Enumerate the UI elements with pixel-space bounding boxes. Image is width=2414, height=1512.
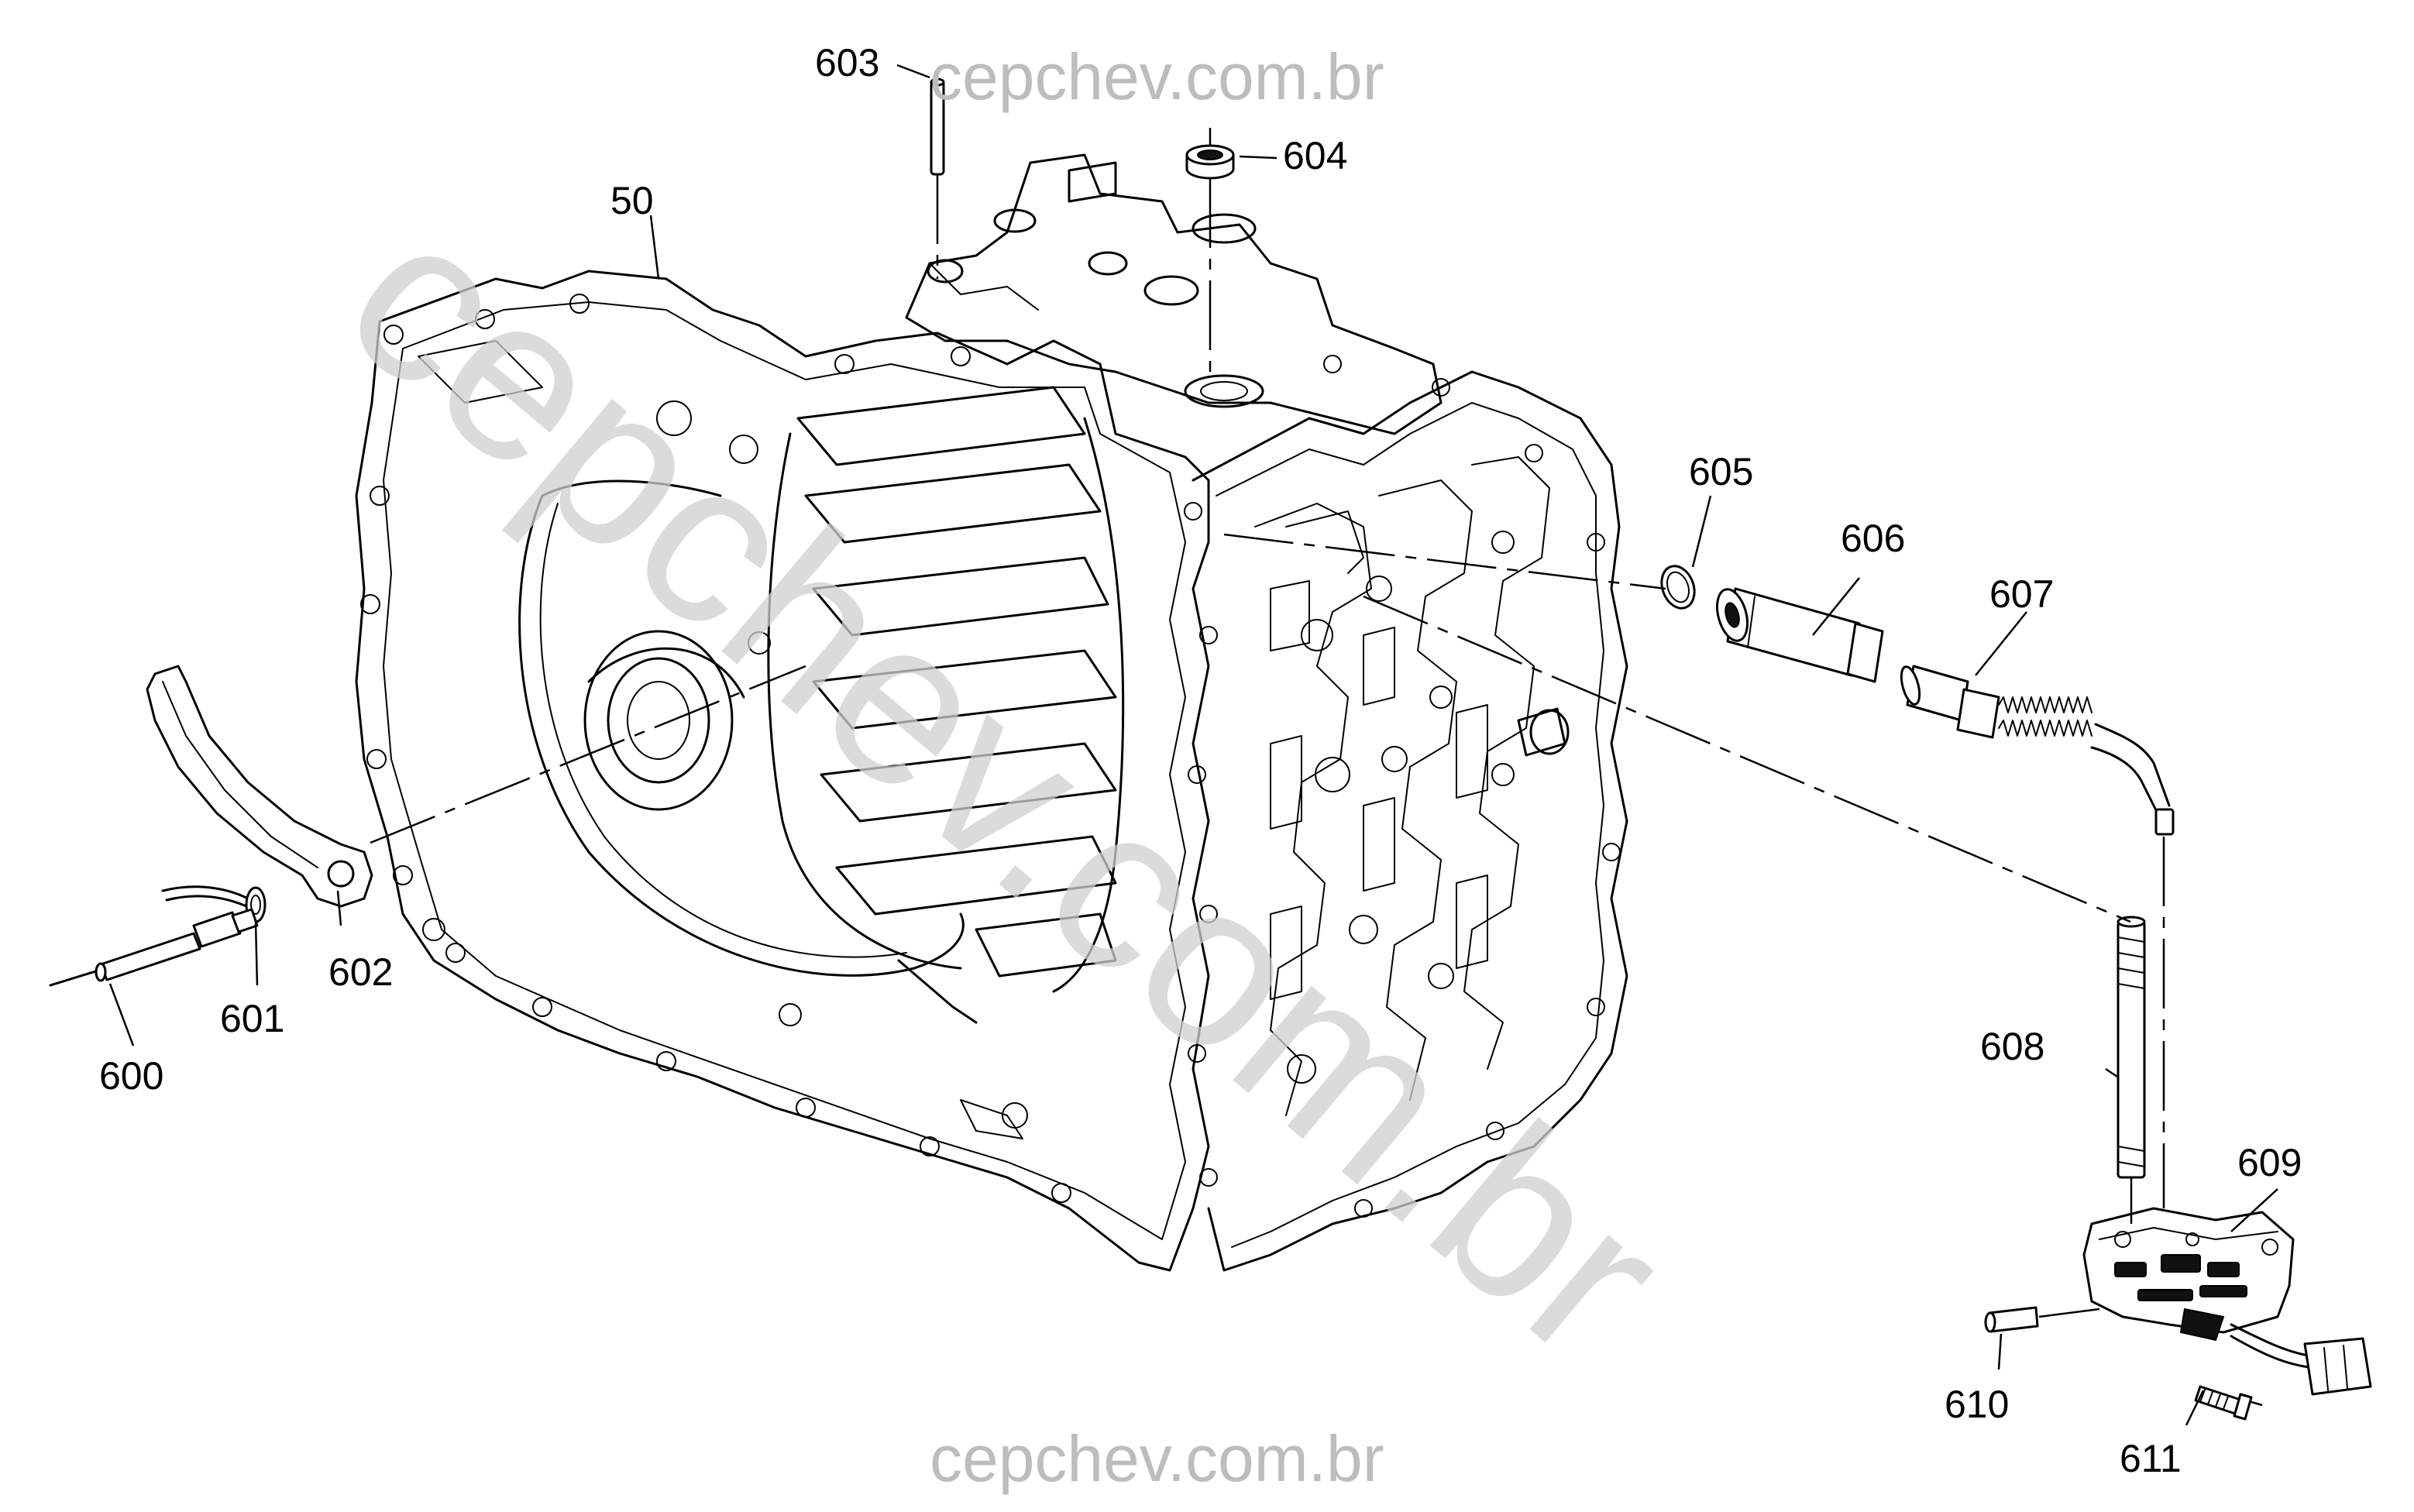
manual-shaft-600 xyxy=(49,908,259,987)
leader-lines xyxy=(108,64,2278,1426)
callout-608: 608 xyxy=(1980,1025,2044,1068)
callout-607: 607 xyxy=(1989,572,2054,616)
callout-604: 604 xyxy=(1283,134,1347,177)
sleeve-606 xyxy=(1716,587,1884,683)
control-valve-body-609 xyxy=(2082,1207,2372,1396)
watermark-diagonal: cepchev.com.br xyxy=(301,164,1712,1407)
transmission-case xyxy=(355,153,1628,1272)
callout-603: 603 xyxy=(815,41,879,84)
callout-50: 50 xyxy=(610,179,654,222)
callout-605: 605 xyxy=(1689,450,1753,493)
callout-606: 606 xyxy=(1841,517,1905,560)
callout-601: 601 xyxy=(220,997,284,1040)
callout-610: 610 xyxy=(1945,1383,2009,1426)
spring-cable-607 xyxy=(1900,665,2175,836)
bolt-611 xyxy=(2194,1385,2253,1421)
callout-611: 611 xyxy=(2120,1437,2182,1480)
o-ring-605 xyxy=(1660,565,1696,610)
watermark-bottom: cepchev.com.br xyxy=(930,1422,1384,1495)
callout-600: 600 xyxy=(99,1054,163,1098)
pin-610 xyxy=(1984,1306,2039,1333)
callout-602: 602 xyxy=(328,950,393,994)
lever-602 xyxy=(146,665,373,908)
assembly-centerlines xyxy=(370,174,2263,1407)
seal-604 xyxy=(1185,128,1235,180)
shaft-608 xyxy=(2117,916,2146,1179)
callout-609: 609 xyxy=(2237,1141,2302,1184)
watermark-top: cepchev.com.br xyxy=(930,40,1384,113)
